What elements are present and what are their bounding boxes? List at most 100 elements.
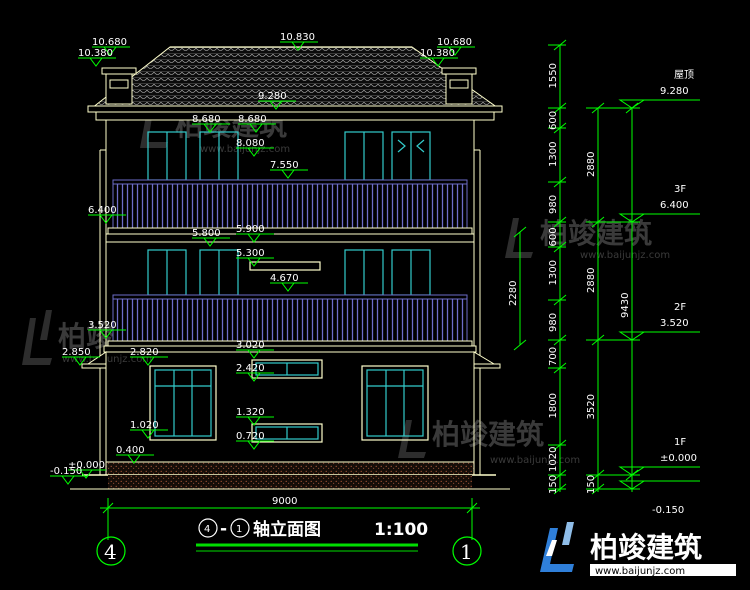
elevation-label: 1.020 [130, 420, 159, 431]
level-value: 3.520 [660, 318, 689, 329]
brand-name: 柏竣建筑 [590, 531, 702, 564]
balcony-3f [105, 179, 475, 243]
dimension-left: 2280 [508, 281, 519, 306]
brand-url: www.baijunjz.com [595, 566, 685, 577]
brand-logo-icon [505, 218, 533, 258]
elevation-mark-ground-zero: ±0.000 [68, 460, 106, 479]
dimension-outer: 1300 [548, 260, 559, 285]
dimension-outer: 1550 [548, 63, 559, 88]
elevation-mark-ground-minus: -0.150 [50, 466, 88, 485]
dimension-floor: 2880 [586, 152, 597, 177]
elevation-mark-win3-sill-top: 8.080 [236, 138, 274, 157]
windows-1f [149, 359, 429, 443]
elevation-label: 2.850 [62, 347, 91, 358]
watermark-bottom: 柏竣建筑 www.baijunjz.com [398, 418, 580, 466]
elevation-mark-eave: 9.280 [258, 91, 296, 110]
elevation-mark-win3-top-b: 8.680 [238, 114, 276, 133]
facade-walls [99, 120, 481, 475]
elevation-mark-beam2-a: 5.800 [192, 228, 230, 247]
watermark-url: www.baijunjz.com [200, 144, 290, 155]
elevation-label: 10.380 [78, 48, 113, 59]
dimension-outer: 150 [548, 475, 559, 494]
elevation-mark-chimney-top-left: 10.680 [92, 37, 130, 56]
dimension-outer: 700 [548, 347, 559, 366]
elevation-label: 3.520 [88, 320, 117, 331]
dimension-outer: 1800 [548, 393, 559, 418]
elevation-label: 5.900 [236, 224, 265, 235]
elevation-mark-plinth: 0.400 [116, 445, 154, 464]
elevation-mark-win3-top-a: 8.680 [192, 114, 230, 133]
brand-logo-icon [22, 310, 52, 365]
level-name: 1F [674, 437, 686, 448]
level-marker: 屋顶 9.280 [618, 69, 700, 109]
elevation-label: 10.680 [437, 37, 472, 48]
title-axis-from: 4 [204, 524, 210, 535]
elevation-mark-chimney-top-right: 10.680 [437, 37, 475, 56]
elevation-label: 6.400 [88, 205, 117, 216]
elevation-mark-win1-top: 3.020 [236, 340, 274, 359]
elevation-label: 8.680 [192, 114, 221, 125]
level-name: 3F [674, 184, 686, 195]
level-value: -0.150 [652, 505, 684, 516]
chimney-left [101, 67, 137, 105]
elevation-mark-sill1-b: 0.720 [236, 431, 274, 450]
elevation-mark-beam2-b: 5.900 [236, 224, 274, 243]
elevation-mark-sill1-a: 1.020 [130, 420, 168, 439]
elevation-label: 8.680 [238, 114, 267, 125]
width-dimension: 9000 [100, 496, 480, 540]
dimension-outer: 600 [548, 111, 559, 130]
axis-bubble-right: 1 [452, 536, 482, 566]
eave-1f [81, 351, 501, 369]
dimension-floor: 150 [586, 475, 597, 494]
watermark-url: www.baijunjz.com [490, 455, 580, 466]
title-name: 轴立面图 [253, 519, 321, 540]
windows-2f [147, 249, 431, 296]
title-dash: - [220, 519, 227, 539]
elevation-mark-win1-mid: 2.420 [236, 363, 274, 382]
level-name: 屋顶 [674, 69, 694, 81]
elevation-label: 5.800 [192, 228, 221, 239]
chimney-right [441, 67, 477, 105]
level-value: 9.280 [660, 86, 689, 97]
level-name: 2F [674, 302, 686, 313]
dimension-outer: 600 [548, 227, 559, 246]
elevation-label: 8.080 [236, 138, 265, 149]
level-marker: 2F 3.520 [618, 302, 700, 341]
elevation-mark-floor3: 6.400 [88, 205, 126, 224]
width-dimension-text: 9000 [272, 496, 297, 507]
brand-logo-icon [540, 522, 574, 572]
dimension-chains [513, 39, 640, 495]
dimension-outer: 980 [548, 313, 559, 332]
elevation-label: 5.300 [236, 248, 265, 259]
elevation-mark-chimney-base-right: 10.380 [420, 48, 458, 67]
axis-label-right: 1 [460, 540, 473, 564]
level-value: 6.400 [660, 200, 689, 211]
elevation-label: 9.280 [258, 91, 287, 102]
right-level-markers: 屋顶 9.280 3F 6.400 2F 3.520 1F ±0.000 -0.150 [618, 69, 700, 516]
elevation-mark-roof-peak: 10.830 [280, 32, 318, 51]
plinth [70, 461, 510, 490]
elevation-label: 10.680 [92, 37, 127, 48]
watermark-url: www.baijunjz.com [580, 250, 670, 261]
elevation-label: 10.830 [280, 32, 315, 43]
axis-bubble-left: 4 [96, 536, 126, 566]
elevation-mark-rail3-top: 7.550 [270, 160, 308, 179]
elevation-label: 10.380 [420, 48, 455, 59]
elevation-label: 0.720 [236, 431, 265, 442]
elevation-mark-rail2-top: 4.670 [270, 273, 308, 292]
dimension-floor: 3520 [586, 394, 597, 419]
brand-logo: 柏竣建筑 www.baijunjz.com [540, 522, 736, 577]
elevation-label: 2.820 [130, 347, 159, 358]
elevation-mark-eave1-mid: 2.820 [130, 347, 168, 366]
level-value: ±0.000 [660, 453, 697, 464]
elevation-mark-chimney-base-left: 10.380 [78, 48, 116, 67]
elevation-mark-win2-head: 5.300 [236, 248, 274, 267]
roof [87, 46, 503, 121]
title-axis-to: 1 [236, 524, 242, 535]
elevation-label: 0.400 [116, 445, 145, 456]
watermark-brand: 柏竣建筑 [432, 418, 544, 451]
elevation-label: 3.020 [236, 340, 265, 351]
dimension-outer: 1020 [548, 447, 559, 472]
